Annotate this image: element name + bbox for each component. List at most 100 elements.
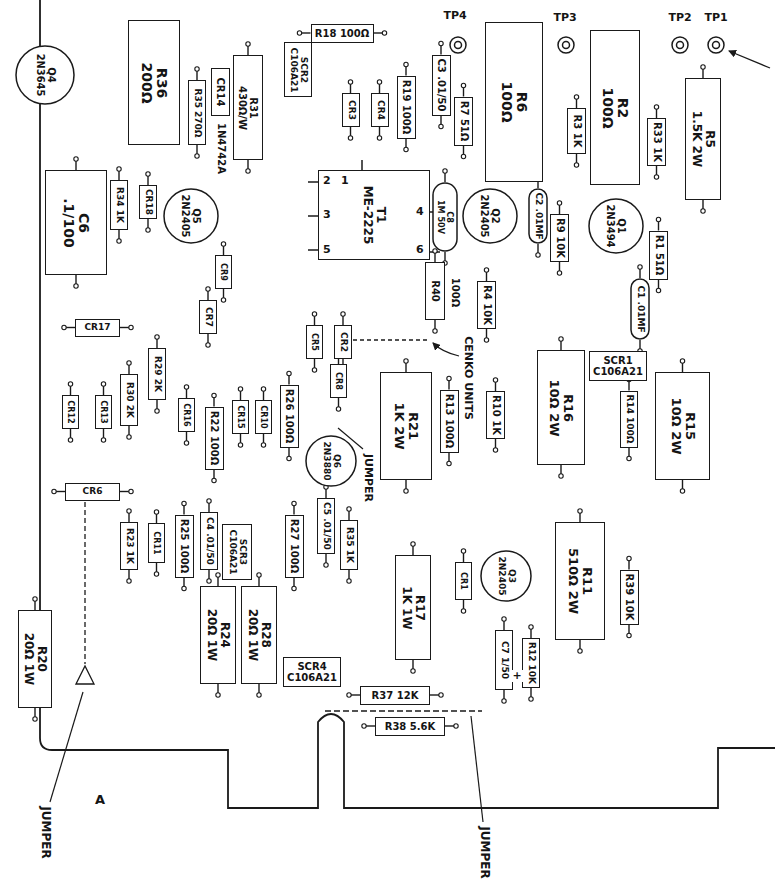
part-marking: CR1 [459, 572, 468, 590]
leader-line [471, 716, 483, 822]
part-text: .01MF [534, 208, 544, 239]
part-text: SCR4 [287, 661, 337, 672]
component-body: CR11 [148, 523, 165, 563]
solder-pad [257, 693, 261, 697]
solder-pad [461, 83, 465, 87]
solder-pad [502, 699, 506, 703]
part-text: R11 [580, 548, 594, 614]
solder-pad [529, 625, 533, 629]
solder-pad [127, 361, 131, 365]
part-marking: R27100Ω [289, 519, 300, 574]
part-marking: R101K [490, 395, 501, 435]
solder-pad [461, 549, 465, 553]
part-marking: R2820Ω 1W [246, 609, 272, 662]
part-text: 10Ω 2W [668, 397, 682, 454]
component-body: R25100Ω [175, 515, 194, 578]
part-text: CR10 [259, 405, 269, 428]
component-body: CR9 [215, 255, 232, 289]
solder-pad [127, 435, 131, 439]
dashed-leader [353, 339, 430, 340]
component-body: CR6 [65, 483, 120, 501]
component-body: SCR3C106A21 [222, 524, 252, 580]
transistor-outline: Q52N2405 [163, 188, 219, 244]
solder-pad [216, 693, 220, 697]
part-text: 100Ω [209, 436, 220, 465]
solder-pad [638, 265, 642, 269]
part-marking: CR12 [66, 400, 75, 423]
component-body: R751Ω [454, 97, 473, 146]
solder-pad [627, 456, 631, 460]
solder-pad [212, 478, 216, 482]
component-body: CR3 [342, 93, 360, 127]
component-body: R51.5K 2W [685, 78, 721, 200]
transistor-can [306, 436, 356, 486]
component-body: R211K 2W [380, 372, 432, 480]
solder-pad [557, 201, 561, 205]
part-text: C2 [534, 192, 544, 205]
solder-pad [221, 242, 225, 246]
part-text: CR8 [334, 372, 344, 390]
solder-pad [439, 124, 443, 128]
test-point [450, 37, 466, 53]
solder-pad [411, 542, 415, 546]
part-text: 1K [345, 550, 355, 563]
solder-pad [182, 586, 186, 590]
part-text: R13 [444, 394, 455, 416]
part-text: R14 [625, 394, 635, 413]
part-text: R21 [406, 402, 420, 449]
component-body: CR7 [199, 300, 217, 334]
part-text: CR16 [182, 403, 192, 426]
outline-shape [15, 45, 75, 105]
part-text: R22 [209, 411, 220, 433]
component-body: R2420Ω 1W [200, 586, 236, 684]
part-text: 2N2405 [479, 194, 490, 237]
part-marking: C6.1/100 [61, 198, 92, 247]
component-body: C71/50 [495, 630, 513, 690]
component-body: R302K [120, 374, 138, 426]
part-text: 1/50 [500, 657, 510, 679]
part-marking: T1ME-2225 [361, 186, 387, 245]
part-marking: CR8 [334, 372, 343, 390]
part-text: CR5 [310, 333, 320, 351]
solder-pad [484, 268, 488, 272]
part-text: R29 [153, 356, 163, 375]
part-text: Q1 [616, 204, 627, 247]
board-label: CENKO UNITS [462, 335, 474, 421]
solder-pad [62, 325, 66, 329]
component-body: R1210K [522, 638, 540, 688]
part-text: R10 [490, 395, 501, 417]
solder-pad [654, 175, 658, 179]
outline-shape [480, 550, 532, 602]
part-text: CR4 [375, 100, 385, 120]
solder-pad [341, 312, 345, 316]
component-body: R6100Ω [485, 22, 543, 182]
solder-pad [484, 338, 488, 342]
part-marking: R11510Ω 2W [566, 548, 595, 614]
pin [361, 160, 363, 170]
component-body: CR18 [139, 185, 157, 219]
part-marking: R231K [124, 528, 134, 564]
solder-pad [559, 474, 563, 478]
component-body: C6.1/100 [45, 170, 107, 275]
part-text: SCR3 [237, 530, 247, 575]
part-text: 100Ω [179, 544, 190, 573]
capacitor-body: C1.01MF [630, 278, 650, 340]
component-body: CR1 [455, 562, 472, 600]
part-text: R18 [315, 28, 337, 39]
board-label: 6 [415, 244, 425, 256]
part-text: CR9 [219, 263, 229, 281]
part-marking: CR17 [84, 323, 110, 333]
pin [308, 215, 318, 217]
board-label: A [94, 793, 106, 807]
solder-pad [439, 41, 443, 45]
solder-pad [536, 253, 540, 257]
part-text: CR11 [152, 531, 162, 554]
part-marking: R171K 1W [400, 586, 426, 629]
solder-pad [155, 335, 159, 339]
part-marking: CR15 [236, 405, 245, 428]
component-body: T1ME-2225 [318, 170, 430, 260]
part-text: 100Ω [499, 81, 514, 122]
solder-pad [347, 693, 351, 697]
component-body: R36200Ω [128, 20, 180, 145]
part-text: R27 [289, 519, 300, 541]
